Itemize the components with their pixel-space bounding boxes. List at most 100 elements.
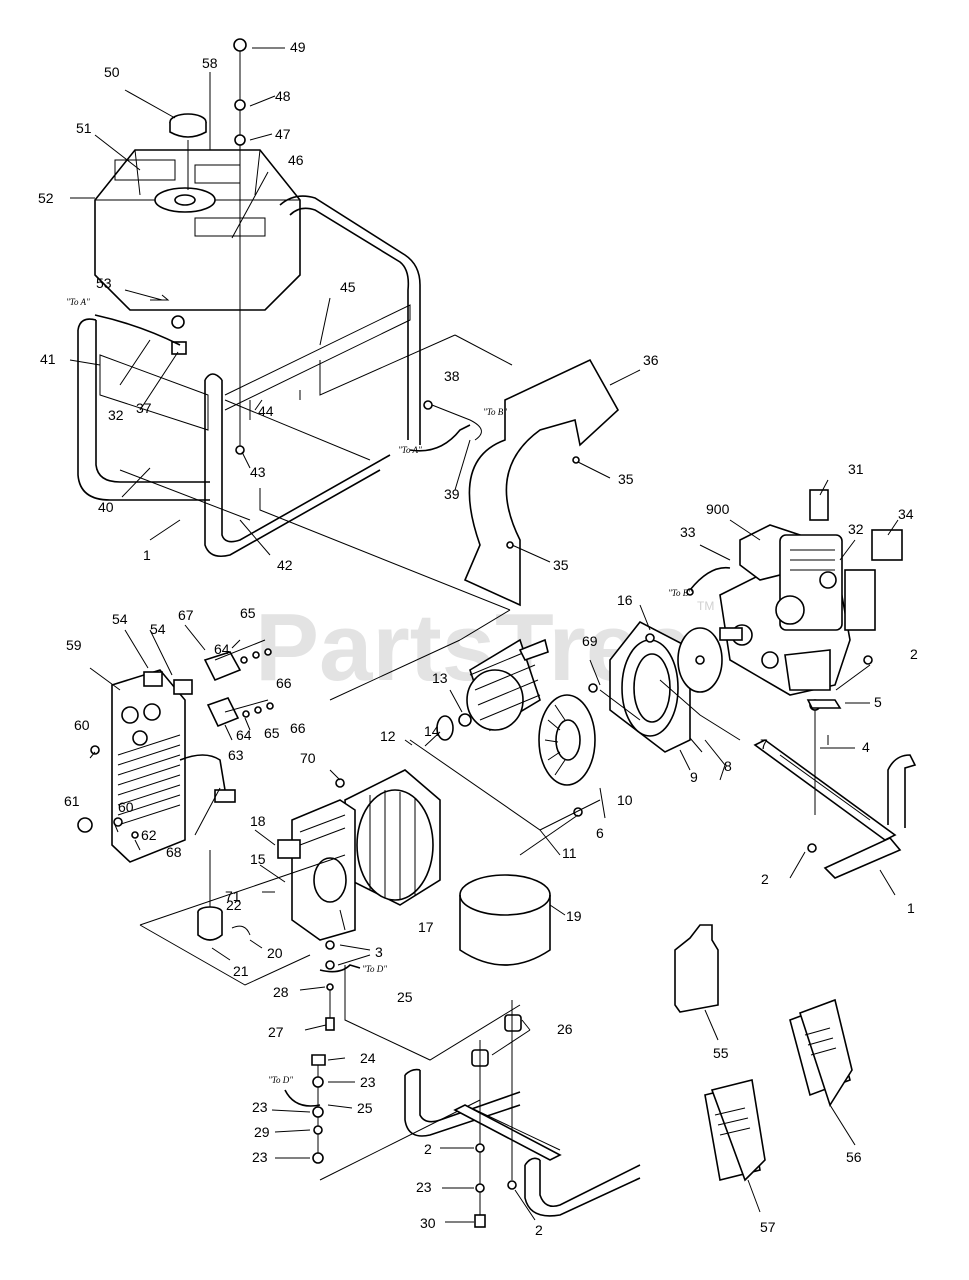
label-57: 57 — [760, 1219, 776, 1235]
note-to-a-top: "To A" — [66, 297, 90, 307]
label-36: 36 — [643, 352, 659, 368]
label-54-b: 54 — [150, 621, 166, 637]
label-32-a: 32 — [108, 407, 124, 423]
engine-adapter[interactable] — [609, 620, 691, 753]
label-37: 37 — [136, 400, 152, 416]
label-25-b: 25 — [357, 1100, 373, 1116]
flywheel-plate[interactable] — [677, 627, 723, 693]
label-15: 15 — [250, 851, 266, 867]
label-14: 14 — [424, 723, 440, 739]
parts-manual[interactable] — [704, 1079, 766, 1182]
label-47: 47 — [275, 126, 291, 142]
label-52: 52 — [38, 190, 54, 206]
label-30: 30 — [420, 1215, 436, 1231]
label-2-a: 2 — [910, 646, 918, 662]
stator-housing[interactable] — [344, 769, 441, 906]
engine[interactable] — [719, 524, 876, 696]
label-1-b: 1 — [907, 900, 915, 916]
label-16: 16 — [617, 592, 633, 608]
note-to-d-b: "To D" — [268, 1075, 293, 1085]
label-43: 43 — [250, 464, 266, 480]
note-to-b-mid: "To B" — [483, 407, 507, 417]
part-18[interactable] — [277, 839, 301, 859]
knob-61[interactable] — [77, 817, 93, 833]
label-10: 10 — [617, 792, 633, 808]
label-26: 26 — [557, 1021, 573, 1037]
circuit-breaker-63[interactable] — [206, 697, 240, 728]
label-3: 3 — [375, 944, 383, 960]
label-17: 17 — [418, 919, 434, 935]
label-48: 48 — [275, 88, 291, 104]
outlet-54b[interactable] — [173, 679, 193, 695]
outlet-54a[interactable] — [143, 671, 163, 687]
decal-31[interactable] — [809, 489, 829, 521]
decal-34[interactable] — [871, 529, 903, 561]
label-64-b: 64 — [236, 727, 252, 743]
label-50: 50 — [104, 64, 120, 80]
label-31: 31 — [848, 461, 864, 477]
rotor[interactable] — [436, 638, 549, 741]
engine-base-frame[interactable] — [753, 739, 917, 879]
label-2-b: 2 — [761, 871, 769, 887]
label-46: 46 — [288, 152, 304, 168]
cradle-frame[interactable] — [404, 1068, 641, 1217]
label-4: 4 — [862, 739, 870, 755]
label-25-a: 25 — [397, 989, 413, 1005]
note-to-d-a: "To D" — [362, 964, 387, 974]
air-duct[interactable] — [463, 358, 620, 607]
label-65-b: 65 — [264, 725, 280, 741]
label-40: 40 — [98, 499, 114, 515]
label-13: 13 — [432, 670, 448, 686]
label-60-a: 60 — [74, 717, 90, 733]
fuel-tank[interactable] — [94, 149, 301, 311]
label-900: 900 — [706, 501, 730, 517]
owners-manual[interactable] — [789, 998, 853, 1107]
label-23-b: 23 — [252, 1099, 268, 1115]
label-41: 41 — [40, 351, 56, 367]
label-38: 38 — [444, 368, 460, 384]
label-56: 56 — [846, 1149, 862, 1165]
label-70: 70 — [300, 750, 316, 766]
label-62: 62 — [141, 827, 157, 843]
note-to-b-engine: "To B" — [668, 588, 692, 598]
label-44: 44 — [258, 403, 274, 419]
label-12: 12 — [380, 728, 396, 744]
label-24: 24 — [360, 1050, 376, 1066]
rotor-fan[interactable] — [538, 694, 596, 786]
stator-band[interactable] — [459, 874, 551, 966]
label-7: 7 — [760, 736, 768, 752]
frame-top[interactable] — [77, 195, 421, 558]
plug-68[interactable] — [214, 789, 236, 803]
label-42: 42 — [277, 557, 293, 573]
label-51: 51 — [76, 120, 92, 136]
label-2-c: 2 — [424, 1141, 432, 1157]
circuit-breaker-67[interactable] — [203, 651, 242, 682]
label-49: 49 — [290, 39, 306, 55]
label-18: 18 — [250, 813, 266, 829]
label-69: 69 — [582, 633, 598, 649]
label-2-d: 2 — [535, 1222, 543, 1238]
rear-bearing-carrier[interactable] — [291, 799, 356, 941]
label-27: 27 — [268, 1024, 284, 1040]
label-23-a: 23 — [360, 1074, 376, 1090]
label-71: 71 — [225, 888, 241, 904]
label-66-a: 66 — [276, 675, 292, 691]
label-23-c: 23 — [252, 1149, 268, 1165]
label-33: 33 — [680, 524, 696, 540]
label-32-b: 32 — [848, 521, 864, 537]
capacitor[interactable] — [197, 906, 223, 941]
label-58: 58 — [202, 55, 218, 71]
label-35-a: 35 — [618, 471, 634, 487]
label-28: 28 — [273, 984, 289, 1000]
control-panel[interactable] — [111, 669, 186, 863]
brush-holder-13[interactable] — [458, 713, 472, 727]
oil-bottle[interactable] — [674, 924, 719, 1013]
label-19: 19 — [566, 908, 582, 924]
part-labels: 49 48 47 46 58 50 51 52 53 45 41 32 37 4… — [38, 39, 918, 1238]
label-60-b: 60 — [118, 799, 134, 815]
fuel-cap[interactable] — [169, 113, 207, 138]
label-64-a: 64 — [214, 641, 230, 657]
label-1-a: 1 — [143, 547, 151, 563]
label-29: 29 — [254, 1124, 270, 1140]
fuel-valve[interactable] — [150, 294, 187, 355]
